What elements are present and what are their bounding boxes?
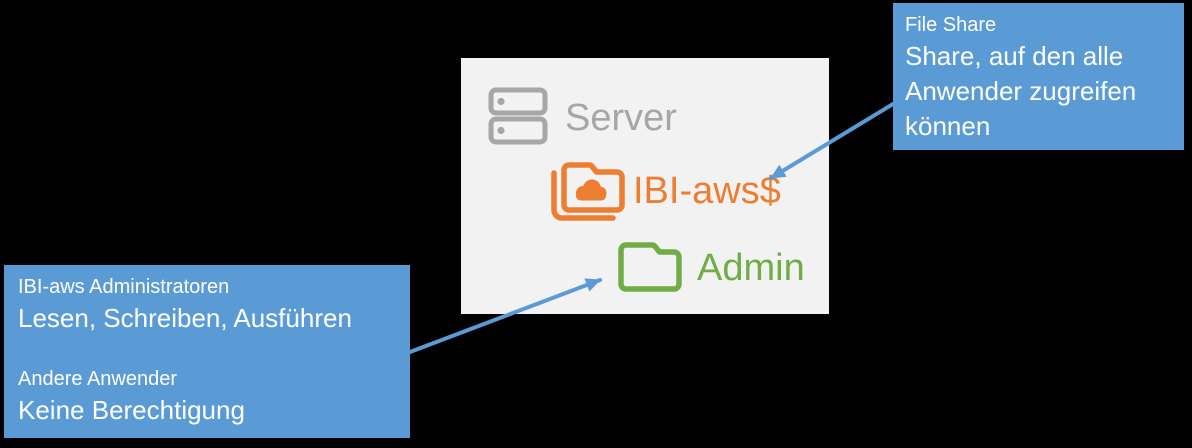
admin-folder-label: Admin [697,247,805,289]
server-panel [461,58,829,314]
folder-cloud-share-icon [551,162,625,221]
callout-file-share-body: Share, auf den alle Anwender zugreifen k… [905,41,1137,141]
other-users-title: Andere Anwender [18,368,178,390]
folder-icon [618,242,682,292]
share-folder-label: IBI-aws$ [633,170,781,212]
other-users-permissions: Keine Berechtigung [18,395,245,425]
callout-spacer [18,336,396,366]
server-stack-icon [488,87,548,145]
admins-group-title: IBI-aws Administratoren [18,276,230,298]
callout-file-share-title: File Share [905,14,997,36]
callout-permissions: IBI-aws Administratoren Lesen, Schreiben… [4,265,410,438]
server-label: Server [565,97,677,139]
admins-group-permissions: Lesen, Schreiben, Ausführen [18,303,352,333]
callout-file-share: File Share Share, auf den alle Anwender … [893,3,1184,150]
